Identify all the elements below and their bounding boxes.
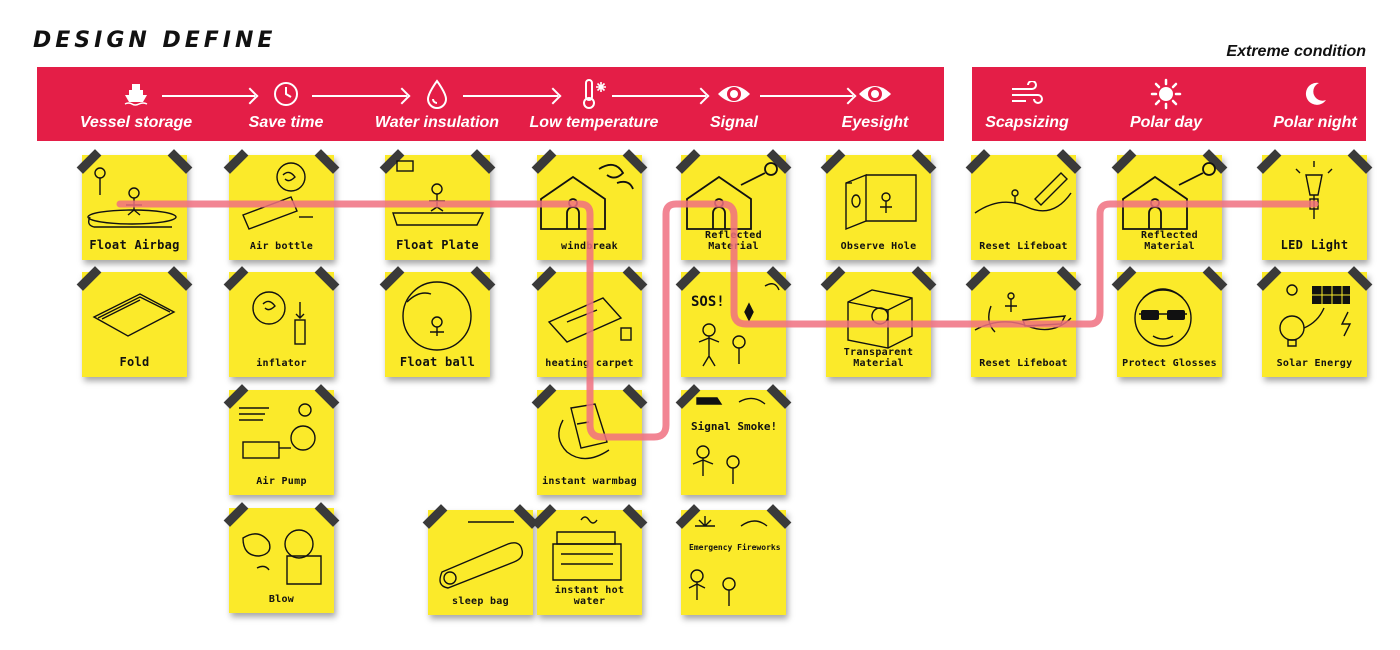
sticky-note: LED Light: [1262, 155, 1367, 260]
sos-signal-sketch: SOS!: [681, 272, 786, 377]
note-label: Observe Hole: [826, 241, 931, 252]
note-label: LED Light: [1262, 238, 1367, 252]
sticky-note: Air bottle: [229, 155, 334, 260]
sticky-note: Reflected Material: [681, 155, 786, 260]
thermometer-snow-icon: [579, 78, 609, 110]
sticky-note: windbreak: [537, 155, 642, 260]
clock-icon: [272, 80, 300, 108]
category-save-time: Save time: [211, 78, 361, 132]
moon-icon: [1301, 80, 1329, 108]
note-label: Air Pump: [229, 476, 334, 487]
eye-icon: [716, 81, 752, 107]
sticky-note: Protect Glosses: [1117, 272, 1222, 377]
sticky-note: inflator: [229, 272, 334, 377]
sticky-note: Solar Energy: [1262, 272, 1367, 377]
note-label: Blow: [229, 594, 334, 605]
note-label: Protect Glosses: [1117, 358, 1222, 369]
note-label: instant hot water: [537, 585, 642, 607]
category-signal: Signal: [659, 78, 809, 132]
sticky-note: sleep bag: [428, 510, 533, 615]
sticky-note: Air Pump: [229, 390, 334, 495]
eye-icon: [857, 81, 893, 107]
note-label: Air bottle: [229, 241, 334, 252]
signal-smoke-text: Signal Smoke!: [691, 420, 777, 433]
note-label: Reflected Material: [1117, 230, 1222, 252]
note-label: windbreak: [537, 241, 642, 252]
category-label: Scapsizing: [952, 114, 1102, 132]
category-label: Save time: [211, 114, 361, 132]
sticky-note: Reset Lifeboat: [971, 272, 1076, 377]
ship-icon: [123, 81, 149, 107]
wind-icon: [1010, 81, 1044, 107]
sticky-note: Signal Smoke!: [681, 390, 786, 495]
sticky-note: Float ball: [385, 272, 490, 377]
emergency-fireworks-text: Emergency Fireworks: [689, 542, 781, 552]
sticky-note: Emergency Fireworks: [681, 510, 786, 615]
note-label: inflator: [229, 358, 334, 369]
category-label: Polar night: [1240, 114, 1390, 132]
signal-smoke-sketch: Signal Smoke!: [681, 390, 786, 495]
note-label: Transparent Material: [826, 347, 931, 369]
water-drop-icon: [425, 79, 449, 109]
category-label: Water insulation: [362, 114, 512, 132]
note-label: Reset Lifeboat: [971, 358, 1076, 369]
category-label: Vessel storage: [61, 114, 211, 132]
sticky-note: Reflected Material: [1117, 155, 1222, 260]
emergency-fireworks-sketch: Emergency Fireworks: [681, 510, 786, 615]
extreme-condition-label: Extreme condition: [1226, 43, 1366, 61]
note-label: Fold: [82, 355, 187, 369]
note-label: Float Airbag: [82, 238, 187, 252]
sticky-note: Float Airbag: [82, 155, 187, 260]
sticky-note: Reset Lifeboat: [971, 155, 1076, 260]
sun-icon: [1150, 78, 1182, 110]
category-vessel-storage: Vessel storage: [61, 78, 211, 132]
category-label: Low temperature: [519, 114, 669, 132]
sos-text: SOS!: [691, 294, 725, 310]
sticky-note: heating carpet: [537, 272, 642, 377]
sticky-note: Fold: [82, 272, 187, 377]
note-label: Float Plate: [385, 238, 490, 252]
category-polar-night: Polar night: [1240, 78, 1390, 132]
category-label: Polar day: [1091, 114, 1241, 132]
page-title: DESIGN DEFINE: [33, 28, 276, 53]
sticky-note: Observe Hole: [826, 155, 931, 260]
note-label: sleep bag: [428, 596, 533, 607]
category-eyesight: Eyesight: [800, 78, 950, 132]
category-label: Eyesight: [800, 114, 950, 132]
note-label: instant warmbag: [537, 476, 642, 487]
category-water-insulation: Water insulation: [362, 78, 512, 132]
note-label: heating carpet: [537, 358, 642, 369]
category-scapsizing: Scapsizing: [952, 78, 1102, 132]
category-low-temperature: Low temperature: [519, 78, 669, 132]
sticky-note: SOS!: [681, 272, 786, 377]
sticky-note: instant warmbag: [537, 390, 642, 495]
note-label: Reset Lifeboat: [971, 241, 1076, 252]
sticky-note: Float Plate: [385, 155, 490, 260]
note-label: Float ball: [385, 355, 490, 369]
sticky-note: instant hot water: [537, 510, 642, 615]
note-label: Reflected Material: [681, 230, 786, 252]
category-label: Signal: [659, 114, 809, 132]
sticky-note: Transparent Material: [826, 272, 931, 377]
note-label: Solar Energy: [1262, 358, 1367, 369]
category-polar-day: Polar day: [1091, 78, 1241, 132]
sticky-note: Blow: [229, 508, 334, 613]
